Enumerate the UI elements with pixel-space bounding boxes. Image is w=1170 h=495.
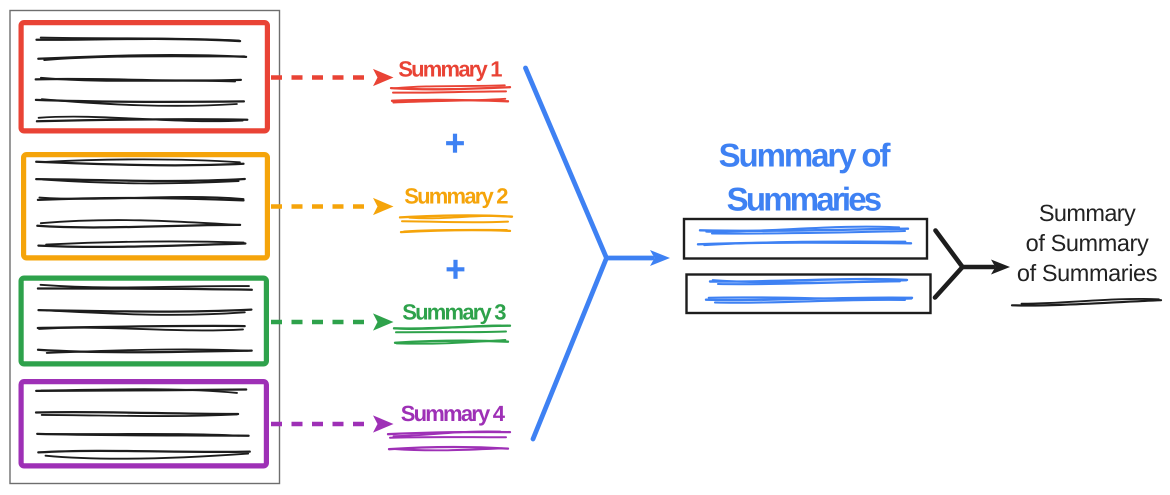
svg-text:Summary of: Summary of <box>719 137 892 174</box>
svg-text:of Summary: of Summary <box>1026 230 1149 256</box>
svg-text:Summary 4: Summary 4 <box>401 401 506 426</box>
svg-text:Summary 1: Summary 1 <box>398 56 502 81</box>
svg-text:Summary: Summary <box>1039 200 1136 226</box>
svg-text:Summaries: Summaries <box>727 181 881 218</box>
svg-text:Summary 3: Summary 3 <box>402 299 506 324</box>
svg-text:Summary 2: Summary 2 <box>404 184 508 209</box>
svg-text:of Summaries: of Summaries <box>1017 260 1157 286</box>
